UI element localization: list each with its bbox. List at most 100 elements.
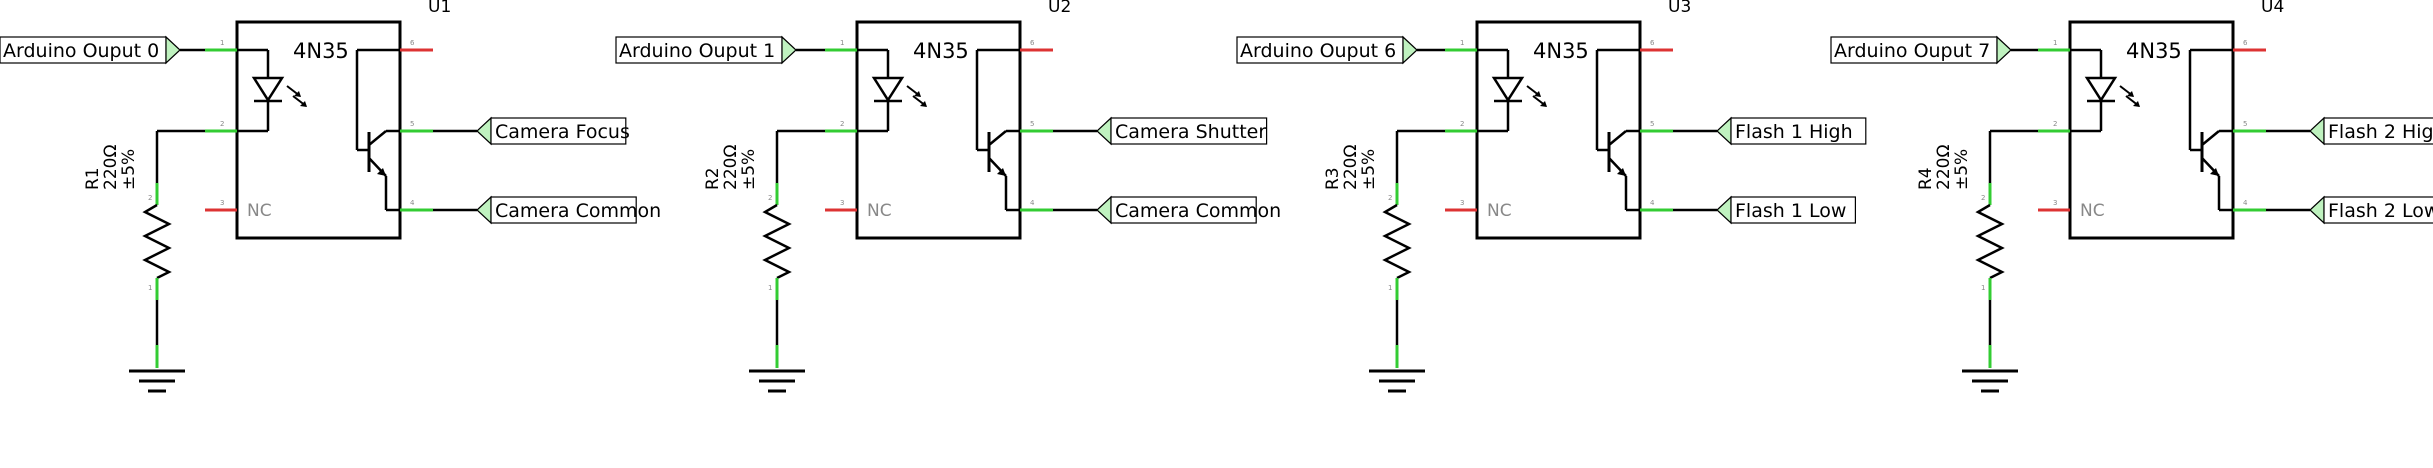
ic-part-number: 4N35 [913, 39, 969, 63]
net-label-output: Camera Focus [476, 116, 630, 146]
net-label-text: Arduino Ouput 0 [3, 40, 159, 62]
net-label-output: Camera Shutter [1096, 116, 1268, 146]
net-label-input: Arduino Ouput 6 [1236, 35, 1418, 65]
net-label-box [1830, 36, 1998, 64]
pin-number: 1 [2053, 39, 2057, 47]
pin-number: 2 [840, 120, 844, 128]
resistor-reference: R3 [1323, 167, 1343, 190]
net-label-arrow [1716, 116, 1732, 146]
emitter-arrow-icon [1617, 168, 1626, 176]
net-label-input: Arduino Ouput 0 [0, 35, 181, 65]
net-label-output: Flash 2 High [2309, 116, 2433, 146]
pin-number: 6 [1030, 39, 1035, 47]
net-label-box [1236, 36, 1404, 64]
resistor-icon [142, 203, 172, 280]
transistor-collector [988, 130, 1007, 146]
net-label-box [1730, 196, 1857, 224]
net-label-arrow [476, 116, 492, 146]
ic-part-number: 4N35 [1533, 39, 1589, 63]
net-label-text: Arduino Ouput 6 [1240, 40, 1396, 62]
net-label-text: Arduino Ouput 7 [1834, 40, 1990, 62]
resistor-reference: R4 [1916, 167, 1936, 190]
net-label-box [1110, 196, 1257, 224]
resistor-value: 220Ω [721, 145, 741, 190]
light-ray-arrowhead [2127, 91, 2134, 97]
nc-label: NC [1487, 201, 1512, 221]
pin-number: 6 [410, 39, 415, 47]
pin-number: 3 [2053, 199, 2057, 207]
resistor-reference: R2 [703, 167, 723, 190]
pin-number: 1 [1981, 284, 1985, 292]
net-label-box [490, 117, 627, 145]
ic-reference: U2 [1048, 0, 1071, 17]
emitter-arrow-icon [2210, 168, 2219, 176]
resistor-tolerance: ±5% [119, 149, 139, 190]
ic-reference: U1 [428, 0, 451, 17]
net-label-text: Camera Common [1115, 200, 1281, 222]
emitter-arrow-icon [377, 168, 386, 176]
net-label-arrow [2309, 116, 2325, 146]
light-ray-arrowhead [2133, 101, 2140, 107]
net-label-text: Camera Common [495, 200, 661, 222]
net-label-arrow [1096, 116, 1112, 146]
resistor-icon [1382, 203, 1412, 280]
net-label-box [2323, 117, 2433, 145]
net-label-arrow [1402, 35, 1418, 65]
light-ray-arrowhead [294, 91, 301, 97]
resistor-reference: R1 [83, 167, 103, 190]
pin-number: 3 [840, 199, 844, 207]
pin-number: 2 [2053, 120, 2057, 128]
resistor-icon [762, 203, 792, 280]
net-label-output: Camera Common [1096, 195, 1281, 225]
pin-number: 5 [2243, 120, 2247, 128]
net-label-text: Flash 2 Low [2328, 200, 2433, 222]
resistor-tolerance: ±5% [739, 149, 759, 190]
led-icon [1491, 76, 1525, 103]
light-ray-arrowhead [914, 91, 921, 97]
net-label-output: Camera Common [476, 195, 661, 225]
ic-reference: U3 [1668, 0, 1691, 17]
pin-number: 4 [1030, 199, 1035, 207]
resistor-value: 220Ω [1341, 145, 1361, 190]
net-label-box [615, 36, 783, 64]
ic-part-number: 4N35 [2126, 39, 2182, 63]
ic-reference: U4 [2261, 0, 2284, 17]
pin-number: 5 [410, 120, 414, 128]
resistor-value: 220Ω [101, 145, 121, 190]
net-label-output: Flash 2 Low [2309, 195, 2433, 225]
pin-number: 2 [1388, 194, 1392, 202]
net-label-arrow [781, 35, 797, 65]
nc-label: NC [867, 201, 892, 221]
net-label-box [1110, 117, 1268, 145]
net-label-box [2323, 196, 2433, 224]
net-label-box [1730, 117, 1867, 145]
light-ray-arrowhead [1534, 91, 1541, 97]
pin-number: 6 [1650, 39, 1655, 47]
net-label-input: Arduino Ouput 7 [1830, 35, 2012, 65]
net-label-arrow [165, 35, 181, 65]
pin-number: 2 [1460, 120, 1464, 128]
net-label-output: Flash 1 High [1716, 116, 1867, 146]
emitter-arrow-icon [997, 168, 1006, 176]
light-ray-arrowhead [1540, 101, 1547, 107]
net-label-arrow [1096, 195, 1112, 225]
transistor-collector [1608, 130, 1627, 146]
pin-number: 1 [840, 39, 844, 47]
pin-number: 6 [2243, 39, 2248, 47]
resistor-icon [1975, 203, 2005, 280]
net-label-input: Arduino Ouput 1 [615, 35, 797, 65]
pin-number: 2 [768, 194, 772, 202]
net-label-text: Flash 1 High [1735, 121, 1853, 143]
net-label-arrow [476, 195, 492, 225]
pin-number: 3 [1460, 199, 1464, 207]
pin-number: 4 [1650, 199, 1655, 207]
net-label-text: Flash 1 Low [1735, 200, 1846, 222]
transistor-collector [368, 130, 387, 146]
resistor-tolerance: ±5% [1952, 149, 1972, 190]
